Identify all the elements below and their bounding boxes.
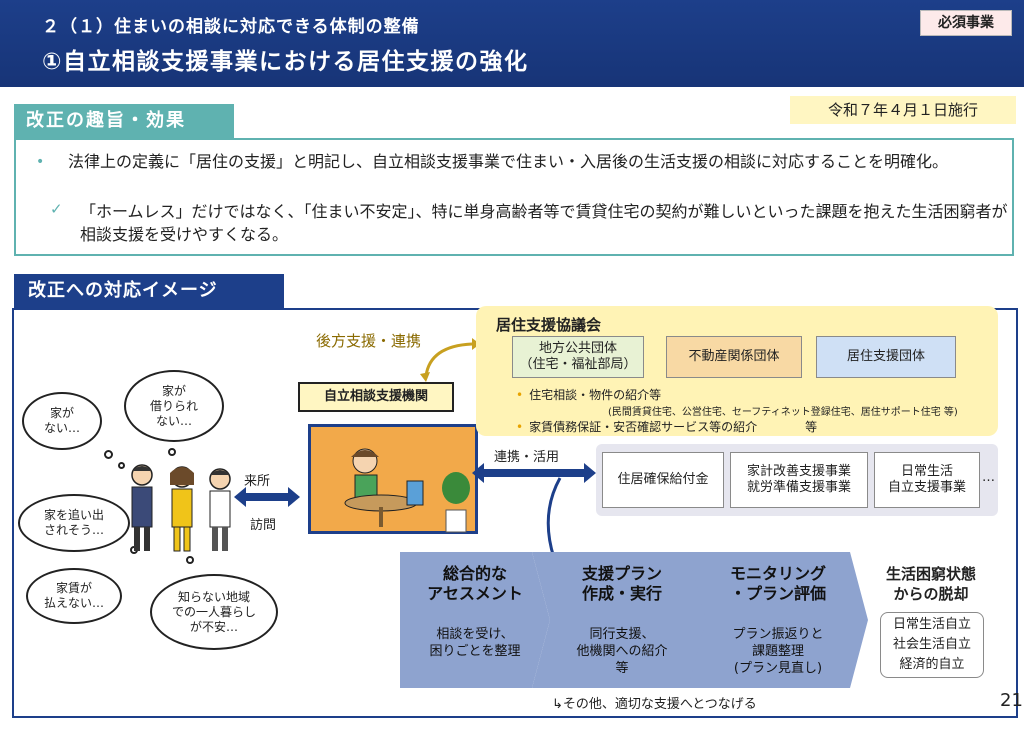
step-assessment-title: 総合的な アセスメント [427, 564, 523, 603]
section-image-label: 改正への対応イメージ [14, 274, 284, 308]
outreach-label: 訪問 [250, 518, 277, 533]
bullet-dot-icon: • [36, 154, 45, 170]
purpose-box: • 法律上の定義に「居住の支援」と明記し、自立相談支援事業で住まい・入居後の生活… [14, 138, 1014, 256]
section-purpose-label: 改正の趣旨・効果 [14, 104, 234, 138]
yellow-dot-icon: • [516, 388, 524, 402]
double-arrow-icon [234, 487, 300, 507]
link-label: 連携・活用 [494, 450, 560, 465]
housing-support-council: 居住支援協議会 地方公共団体 （住宅・福祉部局） 不動産関係団体 居住支援団体 … [476, 306, 998, 436]
plant-icon [442, 472, 470, 533]
goal-items: 日常生活自立 社会生活自立 経済的自立 [880, 612, 984, 678]
goal-title: 生活困窮状態 からの脱却 [885, 565, 976, 603]
bubble-dot [118, 462, 125, 469]
step-monitoring-body: プラン振返りと 課題整理 (プラン見直し) [732, 627, 824, 676]
bubble-dot [186, 556, 194, 564]
institution-label: 自立相談支援機関 [298, 382, 454, 412]
yellow-dot-icon: • [516, 420, 524, 434]
speech-rent: 家賃が 払えない… [26, 568, 122, 624]
step-plan: 支援プラン 作成・実行 同行支援、 他機関への紹介 等 [532, 552, 712, 688]
people-illustration [131, 464, 231, 552]
required-badge: 必須事業 [920, 10, 1012, 36]
support-household-employment: 家計改善支援事業 就労準備支援事業 [730, 452, 868, 508]
effective-date: 令和７年４月１日施行 [790, 96, 1016, 124]
purpose-bullet-2: 「ホームレス」だけではなく、「住まい不安定」、特に単身高齢者等で賃貸住宅の契約が… [80, 202, 1008, 244]
header-banner: ２（１）住まいの相談に対応できる体制の整備 ①自立相談支援事業における居住支援の… [0, 0, 1024, 87]
council-title: 居住支援協議会 [496, 316, 602, 334]
org-local-government: 地方公共団体 （住宅・福祉部局） [512, 336, 644, 378]
person-1-icon [131, 464, 153, 551]
support-daily-life: 日常生活 自立支援事業 [874, 452, 980, 508]
step-plan-title: 支援プラン 作成・実行 [581, 564, 662, 603]
speech-evicted: 家を追い出 されそう… [18, 494, 130, 552]
link-arrow-icon [472, 463, 596, 483]
curved-arrow-icon [420, 338, 480, 382]
step-monitoring: モニタリング ・プラン評価 プラン振返りと 課題整理 (プラン見直し) [688, 552, 868, 688]
more-ellipsis: … [982, 470, 995, 485]
counselor-illustration [344, 448, 424, 527]
header-subtitle: ２（１）住まいの相談に対応できる体制の整備 [42, 17, 420, 37]
speech-cannot-rent: 家が 借りられ ない… [124, 370, 224, 442]
support-services: 住居確保給付金 家計改善支援事業 就労準備支援事業 日常生活 自立支援事業 … [596, 444, 998, 516]
step-monitoring-title: モニタリング ・プラン評価 [729, 564, 826, 603]
backup-label: 後方支援・連携 [316, 332, 422, 350]
page-number: 21 [1000, 690, 1023, 711]
bubble-dot [168, 448, 176, 456]
footer-note: ↳その他、適切な支援へとつなげる [552, 697, 757, 712]
checkmark-icon: ✓ [50, 200, 63, 218]
purpose-bullet-1: 法律上の定義に「居住の支援」と明記し、自立相談支援事業で住まい・入居後の生活支援… [68, 152, 949, 171]
support-housing-benefit: 住居確保給付金 [602, 452, 724, 508]
council-item-2: •家賃債務保証・安否確認サービス等の紹介 等 [516, 420, 818, 434]
header-title: ①自立相談支援事業における居住支援の強化 [42, 49, 529, 75]
org-real-estate: 不動産関係団体 [666, 336, 802, 378]
speech-lonely: 知らない地域 での一人暮らし が不安… [150, 574, 278, 650]
visit-label: 来所 [244, 474, 271, 489]
bubble-dot [104, 450, 113, 459]
org-housing-support: 居住支援団体 [816, 336, 956, 378]
step-plan-body: 同行支援、 他機関への紹介 等 [576, 627, 668, 676]
person-2-icon [170, 466, 194, 552]
council-item-1-note: (民間賃貸住宅、公営住宅、セーフティネット登録住宅、居住サポート住宅 等) [608, 407, 958, 418]
council-item-1: •住宅相談・物件の紹介等 [516, 388, 662, 402]
step-assessment: 総合的な アセスメント 相談を受け、 困りごとを整理 [400, 552, 550, 688]
step-assessment-body: 相談を受け、 困りごとを整理 [429, 627, 521, 659]
speech-no-house: 家が ない… [22, 392, 102, 450]
person-3-icon [209, 468, 231, 551]
